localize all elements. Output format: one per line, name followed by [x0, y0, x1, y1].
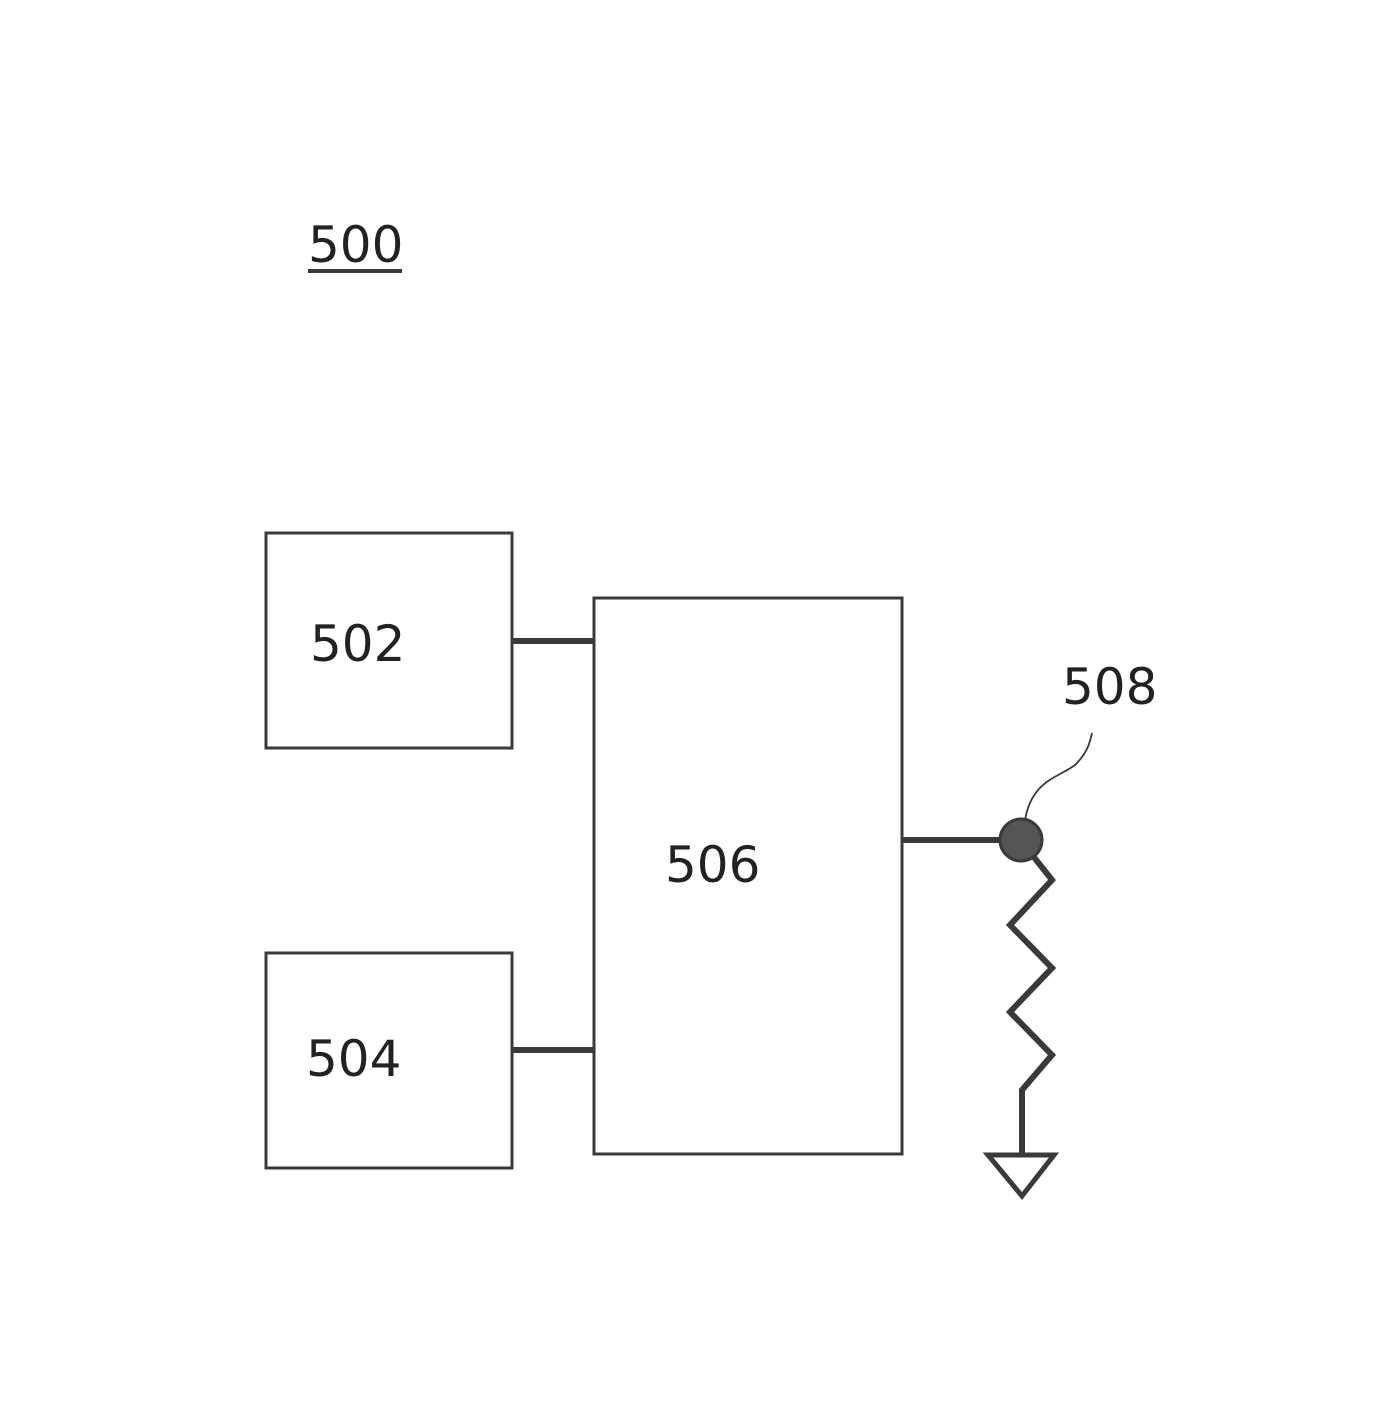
resistor-icon — [1010, 856, 1052, 1155]
node-508-label: 508 — [1062, 658, 1157, 716]
ground-icon — [988, 1155, 1054, 1196]
node-508-leader-line — [1025, 733, 1092, 820]
block-504-label: 504 — [306, 1030, 401, 1088]
figure-label: 500 — [308, 216, 403, 274]
block-506-label: 506 — [665, 836, 760, 894]
block-502-label: 502 — [310, 615, 405, 673]
